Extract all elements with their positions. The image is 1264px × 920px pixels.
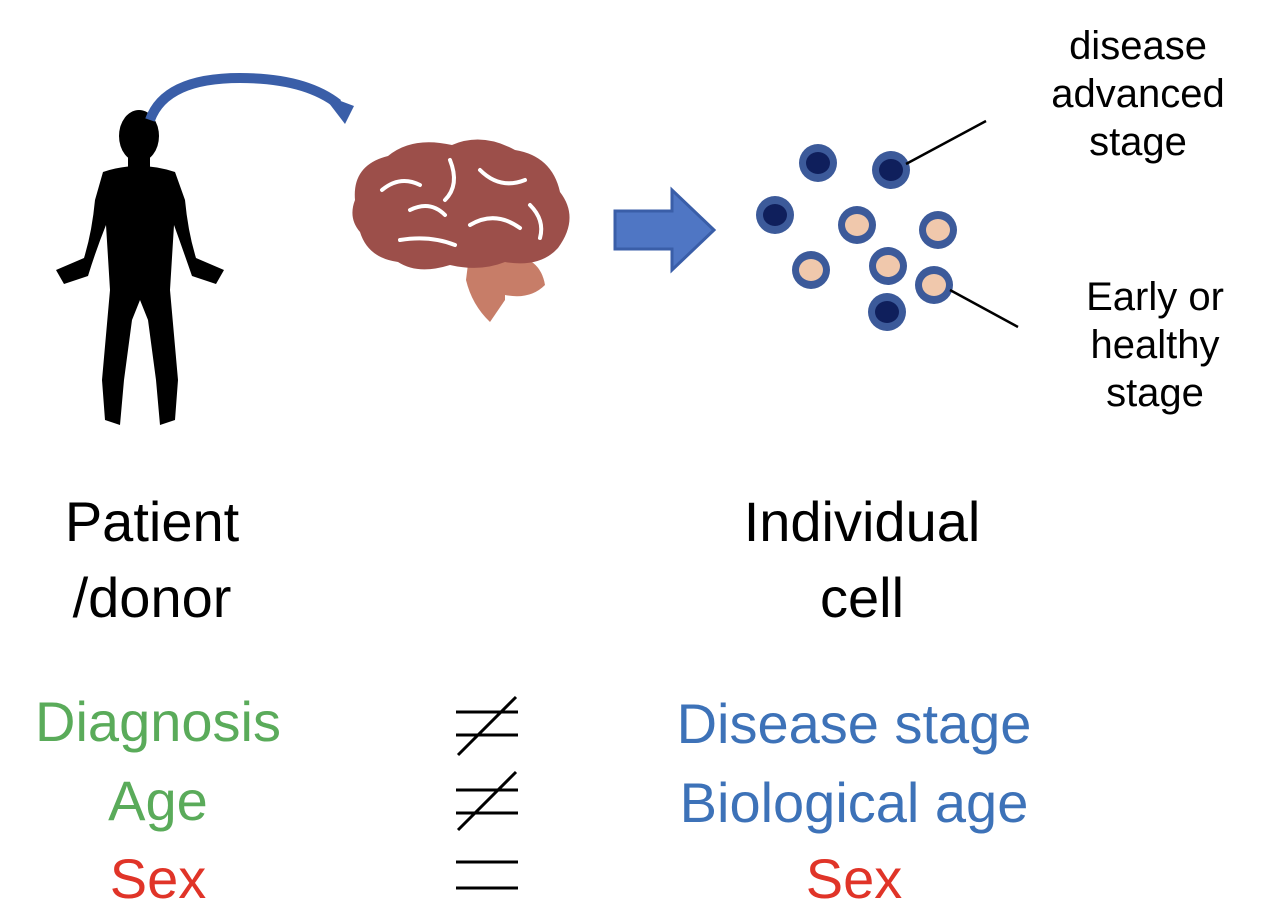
diagnosis-label: Diagnosis (35, 690, 281, 753)
biological-age-label: Biological age (679, 771, 1029, 834)
label-line: Early or (1086, 275, 1224, 319)
sex-label-right: Sex (805, 847, 903, 910)
advanced-cell (872, 151, 910, 189)
equal-symbol (456, 860, 518, 890)
sex-label-left: Sex (109, 847, 207, 910)
age-label: Age (108, 769, 208, 832)
not-equal-symbol (456, 770, 518, 832)
label-line: disease (1069, 24, 1207, 68)
disease-stage-label: Disease stage (676, 692, 1032, 755)
individual-cell-label: Individual cell (662, 484, 1062, 635)
advanced-pointer-line (905, 119, 987, 166)
healthy-cell (919, 211, 957, 249)
person-silhouette-icon (56, 110, 224, 425)
advanced-cell (799, 144, 837, 182)
label-line: stage (1089, 120, 1187, 164)
label-line: healthy (1090, 323, 1220, 367)
patient-donor-label: Patient /donor (0, 484, 352, 635)
label-line: Patient (64, 490, 240, 553)
healthy-cell (915, 266, 953, 304)
block-arrow-icon (613, 186, 717, 274)
early-pointer-line (949, 288, 1019, 329)
not-equal-symbol (456, 695, 518, 757)
label-line: /donor (72, 565, 232, 629)
label-line: Individual (743, 490, 981, 553)
cell-cluster-icon (756, 144, 957, 331)
curved-arrow-icon (145, 72, 354, 124)
advanced-cell (868, 293, 906, 331)
advanced-cell (756, 196, 794, 234)
label-line: stage (1106, 371, 1204, 415)
healthy-cell (792, 251, 830, 289)
early-stage-label: Early or healthy stage (1035, 273, 1264, 417)
healthy-cell (869, 247, 907, 285)
label-line: cell (819, 565, 905, 629)
label-line: advanced (1051, 72, 1225, 116)
advanced-stage-label: disease advanced stage (1018, 22, 1258, 166)
brain-icon (352, 139, 570, 322)
healthy-cell (838, 206, 876, 244)
